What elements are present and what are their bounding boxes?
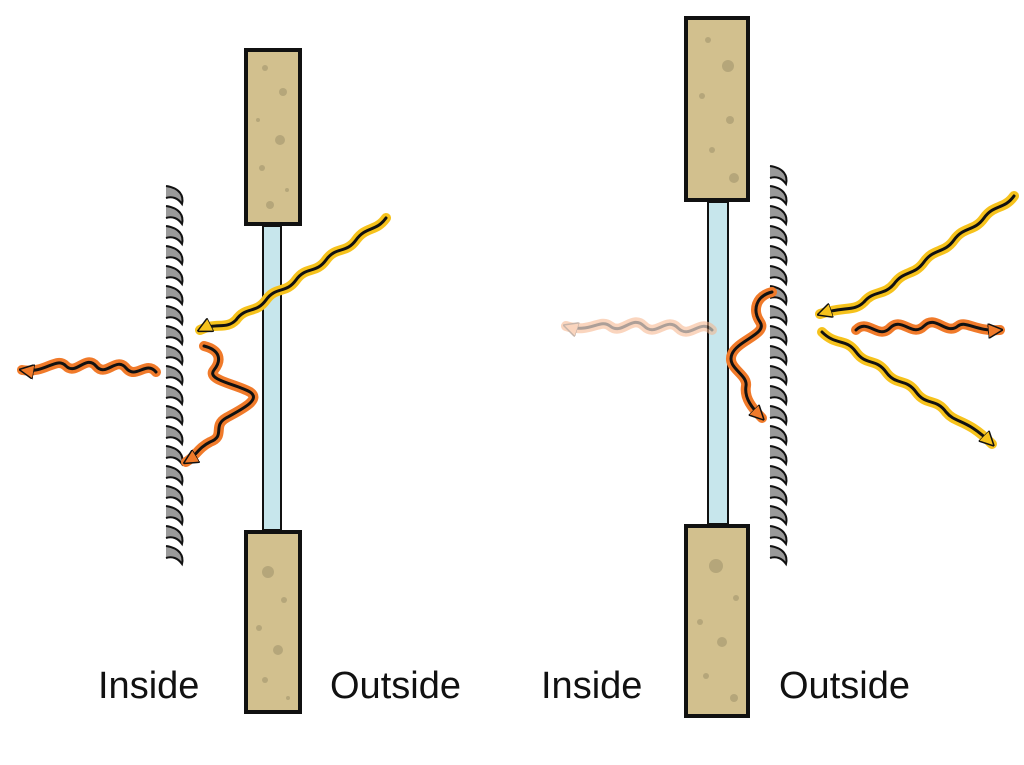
- shade-slat: [165, 425, 184, 447]
- left-interior-shade: [165, 185, 184, 567]
- right-lower-wall: [684, 524, 750, 718]
- shade-slat: [165, 245, 184, 267]
- shade-slat: [769, 545, 788, 567]
- left-inside-label: Inside: [98, 665, 200, 707]
- right-exterior-shade: [769, 165, 788, 567]
- shade-slat: [769, 385, 788, 407]
- shade-slat: [165, 525, 184, 547]
- shade-slat: [165, 505, 184, 527]
- right-upper-wall: [684, 16, 750, 202]
- left-glass-pane: [262, 225, 282, 531]
- shade-slat: [165, 545, 184, 567]
- shade-slat: [769, 405, 788, 427]
- shade-slat: [769, 345, 788, 367]
- shade-slat: [769, 465, 788, 487]
- shade-slat: [165, 225, 184, 247]
- shade-slat: [165, 445, 184, 467]
- right-diagram: [561, 16, 1019, 718]
- shade-slat: [769, 505, 788, 527]
- shade-slat: [165, 385, 184, 407]
- shade-slat: [769, 265, 788, 287]
- shade-slat: [165, 305, 184, 327]
- shade-slat: [769, 165, 788, 187]
- shade-slat: [769, 425, 788, 447]
- shade-slat: [769, 325, 788, 347]
- shade-slat: [165, 485, 184, 507]
- shade-slat: [165, 465, 184, 487]
- right-incoming-sunlight-arrow: [815, 191, 1019, 319]
- shade-slat: [769, 185, 788, 207]
- shade-slat: [165, 265, 184, 287]
- shade-slat: [769, 485, 788, 507]
- shade-slat: [165, 365, 184, 387]
- left-upper-wall: [244, 48, 302, 226]
- shade-slat: [769, 205, 788, 227]
- right-faint-heat-into-room-arrow: [561, 317, 717, 331]
- shade-slat: [165, 325, 184, 347]
- left-diagram: [17, 48, 391, 714]
- right-glass-pane: [707, 201, 729, 525]
- shade-slat: [769, 525, 788, 547]
- right-inside-label: Inside: [541, 665, 643, 707]
- shade-slat: [769, 245, 788, 267]
- shade-slat: [769, 305, 788, 327]
- left-outside-label: Outside: [330, 665, 461, 707]
- right-reflected-sunlight-arrow: [817, 327, 997, 449]
- shade-slat: [165, 185, 184, 207]
- left-lower-wall: [244, 530, 302, 714]
- right-outside-label: Outside: [779, 665, 910, 707]
- left-incoming-sunlight-arrow: [195, 213, 391, 335]
- right-heat-trapped-arrow: [726, 287, 777, 423]
- shade-slat: [165, 405, 184, 427]
- shade-slat: [769, 225, 788, 247]
- shade-slat: [165, 345, 184, 367]
- shade-slat: [769, 365, 788, 387]
- shade-slat: [165, 285, 184, 307]
- shade-slat: [769, 445, 788, 467]
- shade-slat: [165, 205, 184, 227]
- left-reradiated-heat-arrow: [181, 341, 259, 467]
